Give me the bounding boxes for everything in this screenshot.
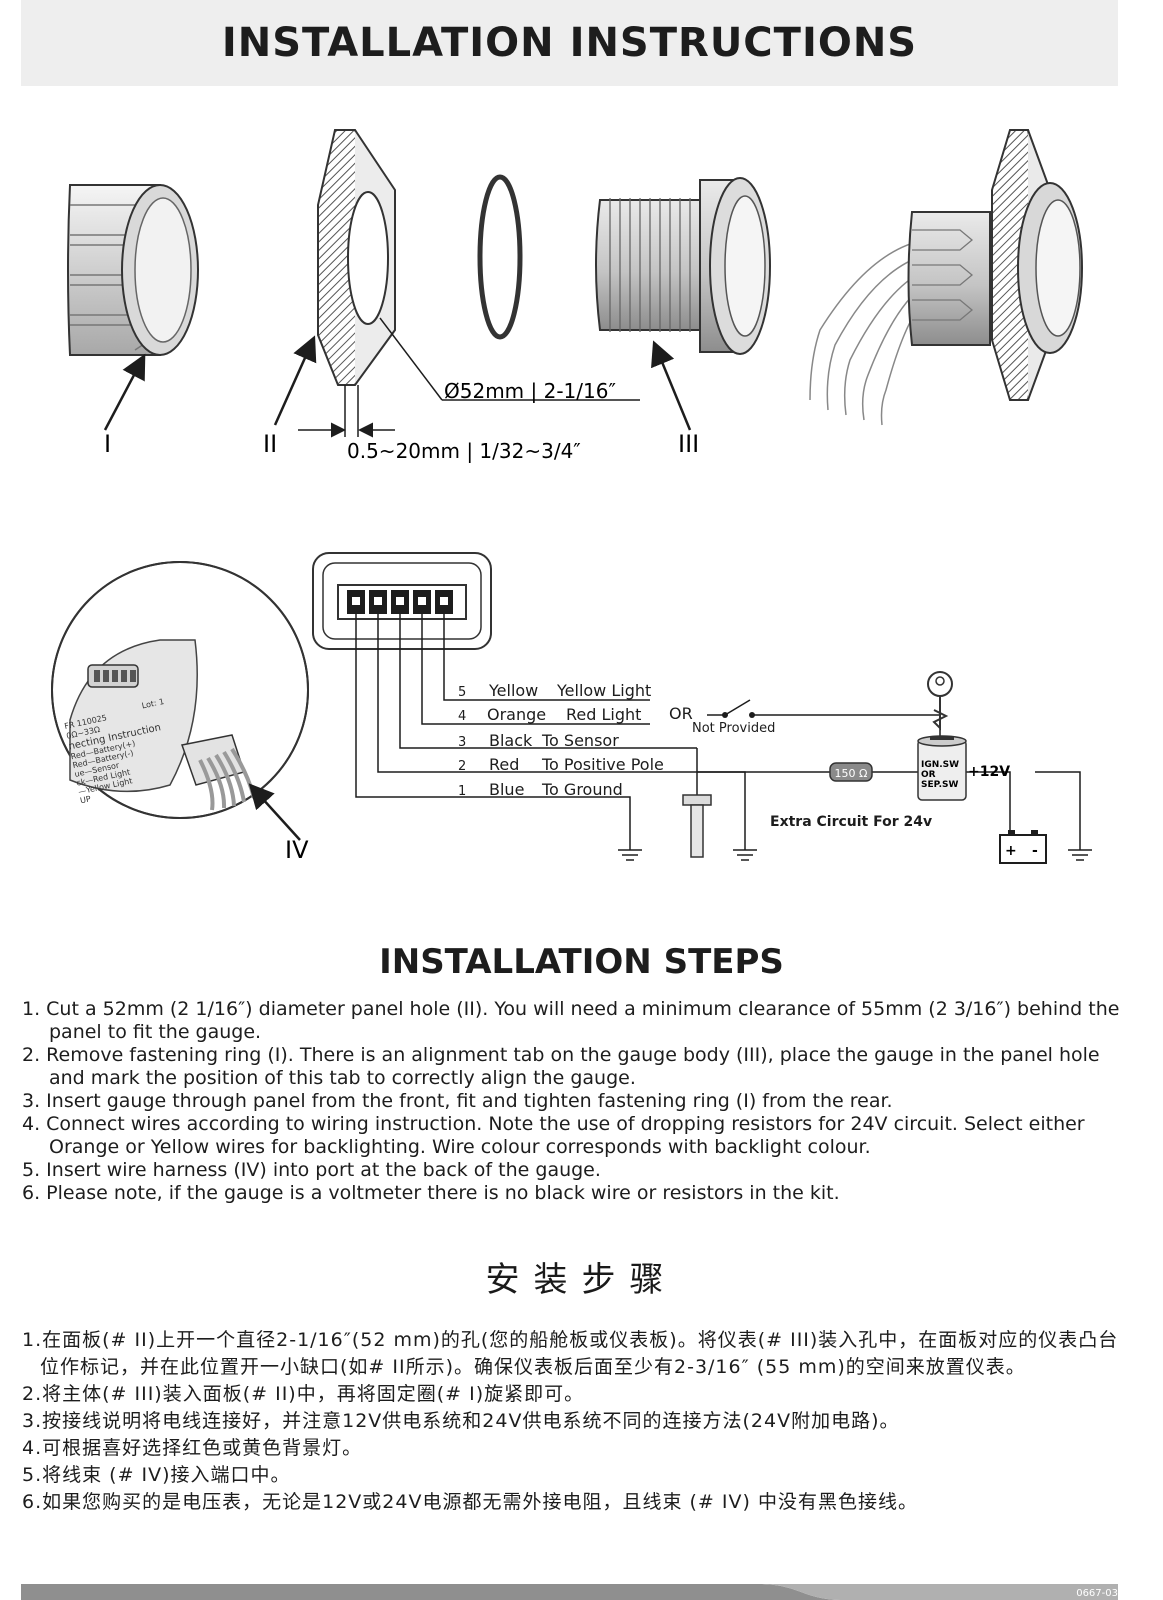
plus12-label: +12V xyxy=(968,764,1010,780)
wire-4-function: Red Light xyxy=(566,705,641,724)
connector-illustration xyxy=(312,552,492,650)
label-part-I: I xyxy=(104,430,111,458)
wire-1-color: Blue xyxy=(489,780,524,799)
fastening-ring-illustration xyxy=(67,184,199,356)
step-item: 5. Insert wire harness (IV) into port at… xyxy=(22,1159,601,1181)
o-ring-illustration xyxy=(477,174,523,340)
wire-4-color: Orange xyxy=(487,705,546,724)
chinese-step-item: 3.按接线说明将电线连接好，并注意12V供电系统和24V供电系统不同的连接方法(… xyxy=(22,1410,900,1432)
label-part-III: III xyxy=(678,430,699,458)
chinese-step-item: 1.在面板(# II)上开一个直径2-1/16″(52 mm)的孔(您的船舱板或… xyxy=(22,1329,1119,1378)
step-item: 6. Please note, if the gauge is a voltme… xyxy=(22,1182,840,1204)
chinese-step-item: 5.将线束 (# IV)接入端口中。 xyxy=(22,1464,291,1486)
harness-inset: FR 110025 0Ω~33Ω necting Instruction Red… xyxy=(51,561,309,819)
label-part-IV: IV xyxy=(285,836,309,864)
chinese-step-item: 2.将主体(# III)装入面板(# II)中，再将固定圈(# I)旋紧即可。 xyxy=(22,1383,585,1405)
panel-illustration xyxy=(317,129,396,386)
switch-label-2: OR xyxy=(921,770,936,780)
panel-thickness-label: 0.5~20mm | 1/32~3/4″ xyxy=(347,439,581,463)
wire-2-num: 2 xyxy=(458,759,466,774)
wire-2-color: Red xyxy=(489,755,519,774)
header-banner: INSTALLATION INSTRUCTIONS xyxy=(21,0,1118,86)
step-item: 2. Remove fastening ring (I). There is a… xyxy=(22,1044,1100,1089)
switch-label-3: SEP.SW xyxy=(921,780,958,790)
wire-1-function: To Ground xyxy=(541,780,623,799)
wire-4-num: 4 xyxy=(458,709,466,724)
steps-list: 1. Cut a 52mm (2 1/16″) diameter panel h… xyxy=(22,998,1132,1205)
sensor-probe xyxy=(682,794,712,858)
wire-5-function: Yellow Light xyxy=(556,681,651,700)
wire-3-num: 3 xyxy=(458,735,466,750)
page-title: INSTALLATION INSTRUCTIONS xyxy=(221,20,918,66)
wire-1-num: 1 xyxy=(458,784,466,799)
ground-symbols xyxy=(618,849,1092,861)
not-provided-label: Not Provided xyxy=(692,721,775,736)
wire-3-color: Black xyxy=(489,731,533,750)
inset-label-line9: UP xyxy=(79,794,91,805)
extra-circuit-label: Extra Circuit For 24v xyxy=(770,814,932,830)
assembled-gauge-illustration xyxy=(809,129,1083,426)
wire-5-color: Yellow xyxy=(488,681,538,700)
wire-2-function: To Positive Pole xyxy=(541,755,664,774)
wire-3-function: To Sensor xyxy=(541,731,619,750)
hole-leader-line xyxy=(379,317,443,401)
step-item: 4. Connect wires according to wiring ins… xyxy=(22,1113,1085,1158)
chinese-step-item: 4.可根据喜好选择红色或黄色背景灯。 xyxy=(22,1437,363,1459)
ignition-switch xyxy=(917,671,967,801)
footer-code: 0667-03 xyxy=(1076,1588,1118,1599)
battery-minus: - xyxy=(1032,843,1038,859)
battery-symbol xyxy=(999,830,1047,864)
arrow-part-II xyxy=(273,335,317,426)
installation-diagram: I II Ø52mm | 2-1/16″ 0.5~20mm | 1/32~3/4… xyxy=(51,129,1092,864)
chinese-steps-list: 1.在面板(# II)上开一个直径2-1/16″(52 mm)的孔(您的船舱板或… xyxy=(22,1327,1132,1516)
chinese-step-item: 6.如果您购买的是电压表，无论是12V或24V电源都无需外接电阻，且线束 (# … xyxy=(22,1491,918,1513)
footer-bar xyxy=(21,1584,1118,1600)
arrow-part-III xyxy=(651,340,692,431)
step-item: 3. Insert gauge through panel from the f… xyxy=(22,1090,893,1112)
steps-title: INSTALLATION STEPS xyxy=(379,942,784,982)
label-part-II: II xyxy=(263,430,277,458)
chinese-steps-title: 安装步骤 xyxy=(485,1260,678,1300)
resistor-symbol xyxy=(829,762,873,782)
gauge-body-illustration xyxy=(595,177,771,355)
arrow-part-IV xyxy=(248,783,301,841)
or-label: OR xyxy=(669,704,693,723)
resistor-label: 150 Ω xyxy=(835,767,868,780)
arrow-part-I xyxy=(103,353,146,431)
step-item: 1. Cut a 52mm (2 1/16″) diameter panel h… xyxy=(22,998,1120,1043)
hole-dimension-label: Ø52mm | 2-1/16″ xyxy=(444,379,616,403)
battery-plus: + xyxy=(1005,843,1017,859)
switch-label-1: IGN.SW xyxy=(921,760,959,770)
wire-5-num: 5 xyxy=(458,685,466,700)
